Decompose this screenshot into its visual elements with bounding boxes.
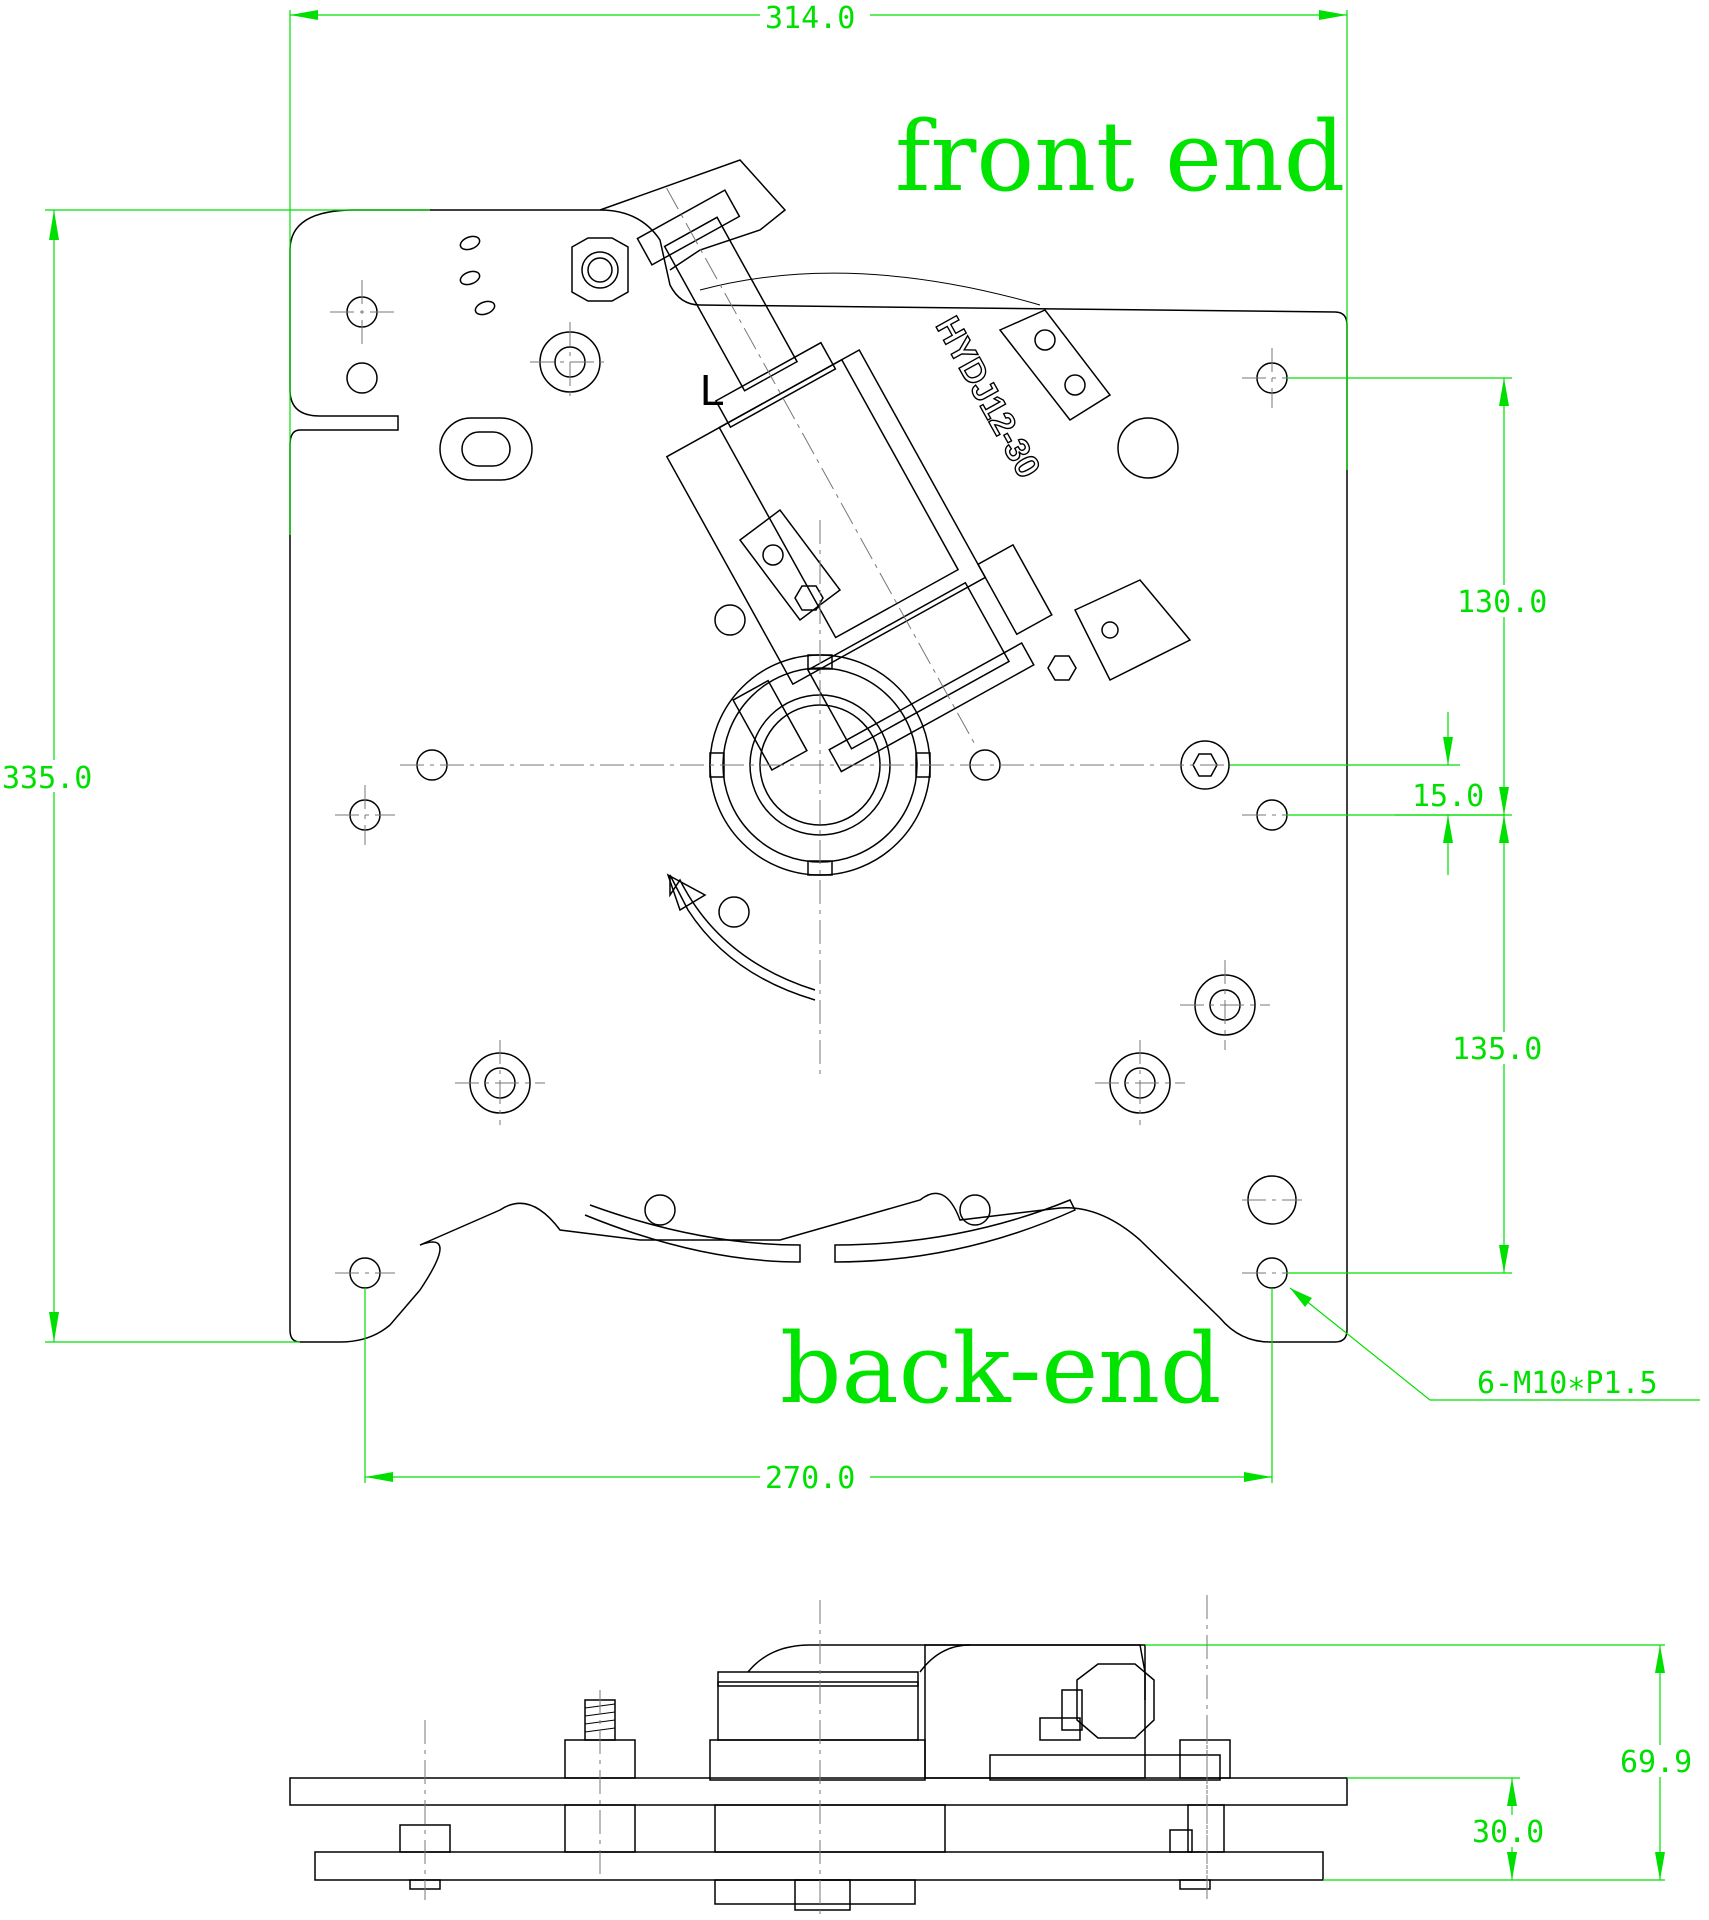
rotation-arrow (666, 873, 816, 1001)
dim-hole-spacing-bottom: 135.0 (1452, 1032, 1542, 1067)
cylinder-brackets (738, 309, 1192, 682)
dim-overall-height: 335.0 (2, 761, 92, 796)
side-view (289, 1595, 1348, 1920)
small-slots (459, 235, 496, 316)
top-view-dimensions: 314.0 335.0 130.0 135.0 15.0 (0, 0, 1700, 1496)
hex-nut-top (571, 237, 629, 302)
dim-hole-spacing-top: 130.0 (1457, 585, 1547, 620)
arc-guide (699, 272, 1041, 306)
thread-callout: 6-M10∗P1.5 (1477, 1366, 1658, 1401)
dim-overall-width: 314.0 (765, 1, 855, 36)
top-view-centerlines (330, 280, 1302, 1274)
lower-arc-slot-right (834, 1199, 1077, 1263)
back-end-label: back-end (780, 1313, 1221, 1425)
front-end-label: front end (895, 101, 1345, 213)
obround-slot (439, 417, 533, 481)
side-mark-label: L (700, 366, 724, 415)
side-hex-fitting (1061, 1663, 1155, 1739)
dim-plate-gap-side: 30.0 (1472, 1815, 1544, 1850)
upper-arm (599, 159, 787, 271)
side-upper-plate (289, 1777, 1348, 1806)
lower-arc-slot (584, 1204, 801, 1263)
hydraulic-cylinder (636, 187, 1053, 773)
side-view-dimensions: 69.9 30.0 (1145, 1644, 1708, 1881)
side-lower-plate (314, 1851, 1324, 1881)
top-view: L (289, 159, 1348, 1343)
mounting-holes (346, 296, 1297, 1289)
dim-center-offset: 15.0 (1412, 779, 1484, 814)
base-plate-outline (289, 209, 1348, 1343)
dim-total-height-side: 69.9 (1620, 1745, 1692, 1780)
dim-hole-span-width: 270.0 (765, 1461, 855, 1496)
cylinder-model-label: HYDJ12-30 (928, 310, 1047, 484)
